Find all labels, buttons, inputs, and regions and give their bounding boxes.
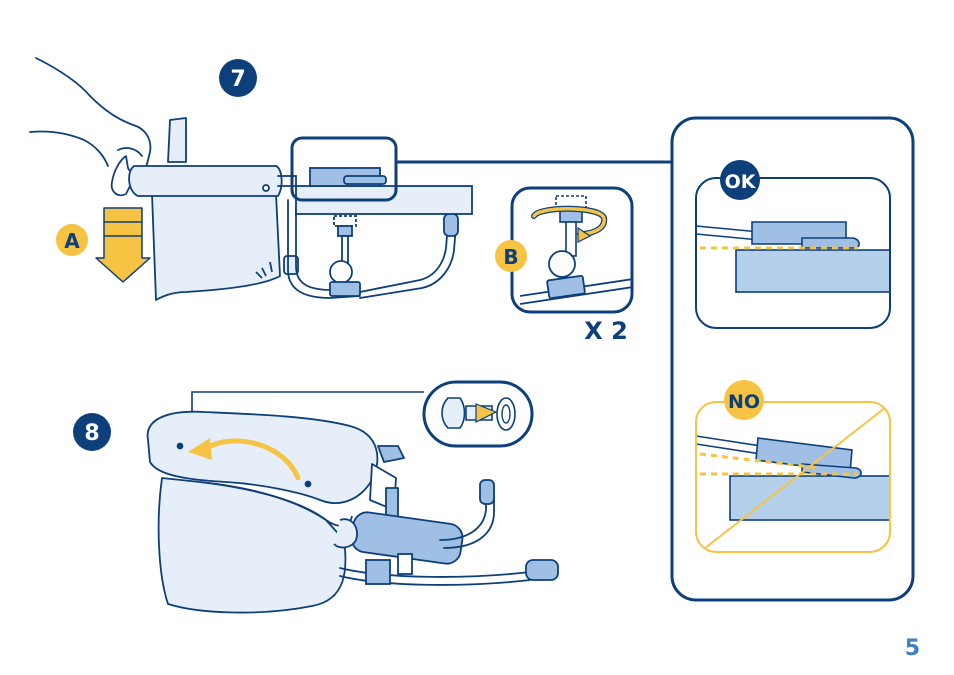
buckle-detail [424,382,532,446]
push-down-arrow-icon [96,208,150,282]
step-8-number: 8 [84,421,99,446]
step-7-number: 7 [230,67,245,92]
lower-clamp [366,554,412,584]
leg-grip-bottom [526,560,558,580]
clamp-bar [310,168,386,186]
no-example: NO [696,380,892,552]
callout-a: A [56,208,150,282]
chair-seat-front [129,118,298,300]
ok-label: OK [725,171,757,193]
step-8-badge: 8 [73,413,111,451]
callout-a-label: A [64,229,80,253]
ok-example: OK [696,160,892,328]
clamp-screw [330,216,360,296]
callout-b-label: B [503,245,518,269]
seat-cover [148,412,378,613]
leg-grip-top [480,480,494,504]
frame-grip [444,214,458,236]
page-number: 5 [905,636,920,661]
detail-b: B X 2 [495,188,640,345]
repeat-count: X 2 [584,317,628,345]
no-label: NO [728,391,760,413]
step-7-badge: 7 [219,59,257,97]
